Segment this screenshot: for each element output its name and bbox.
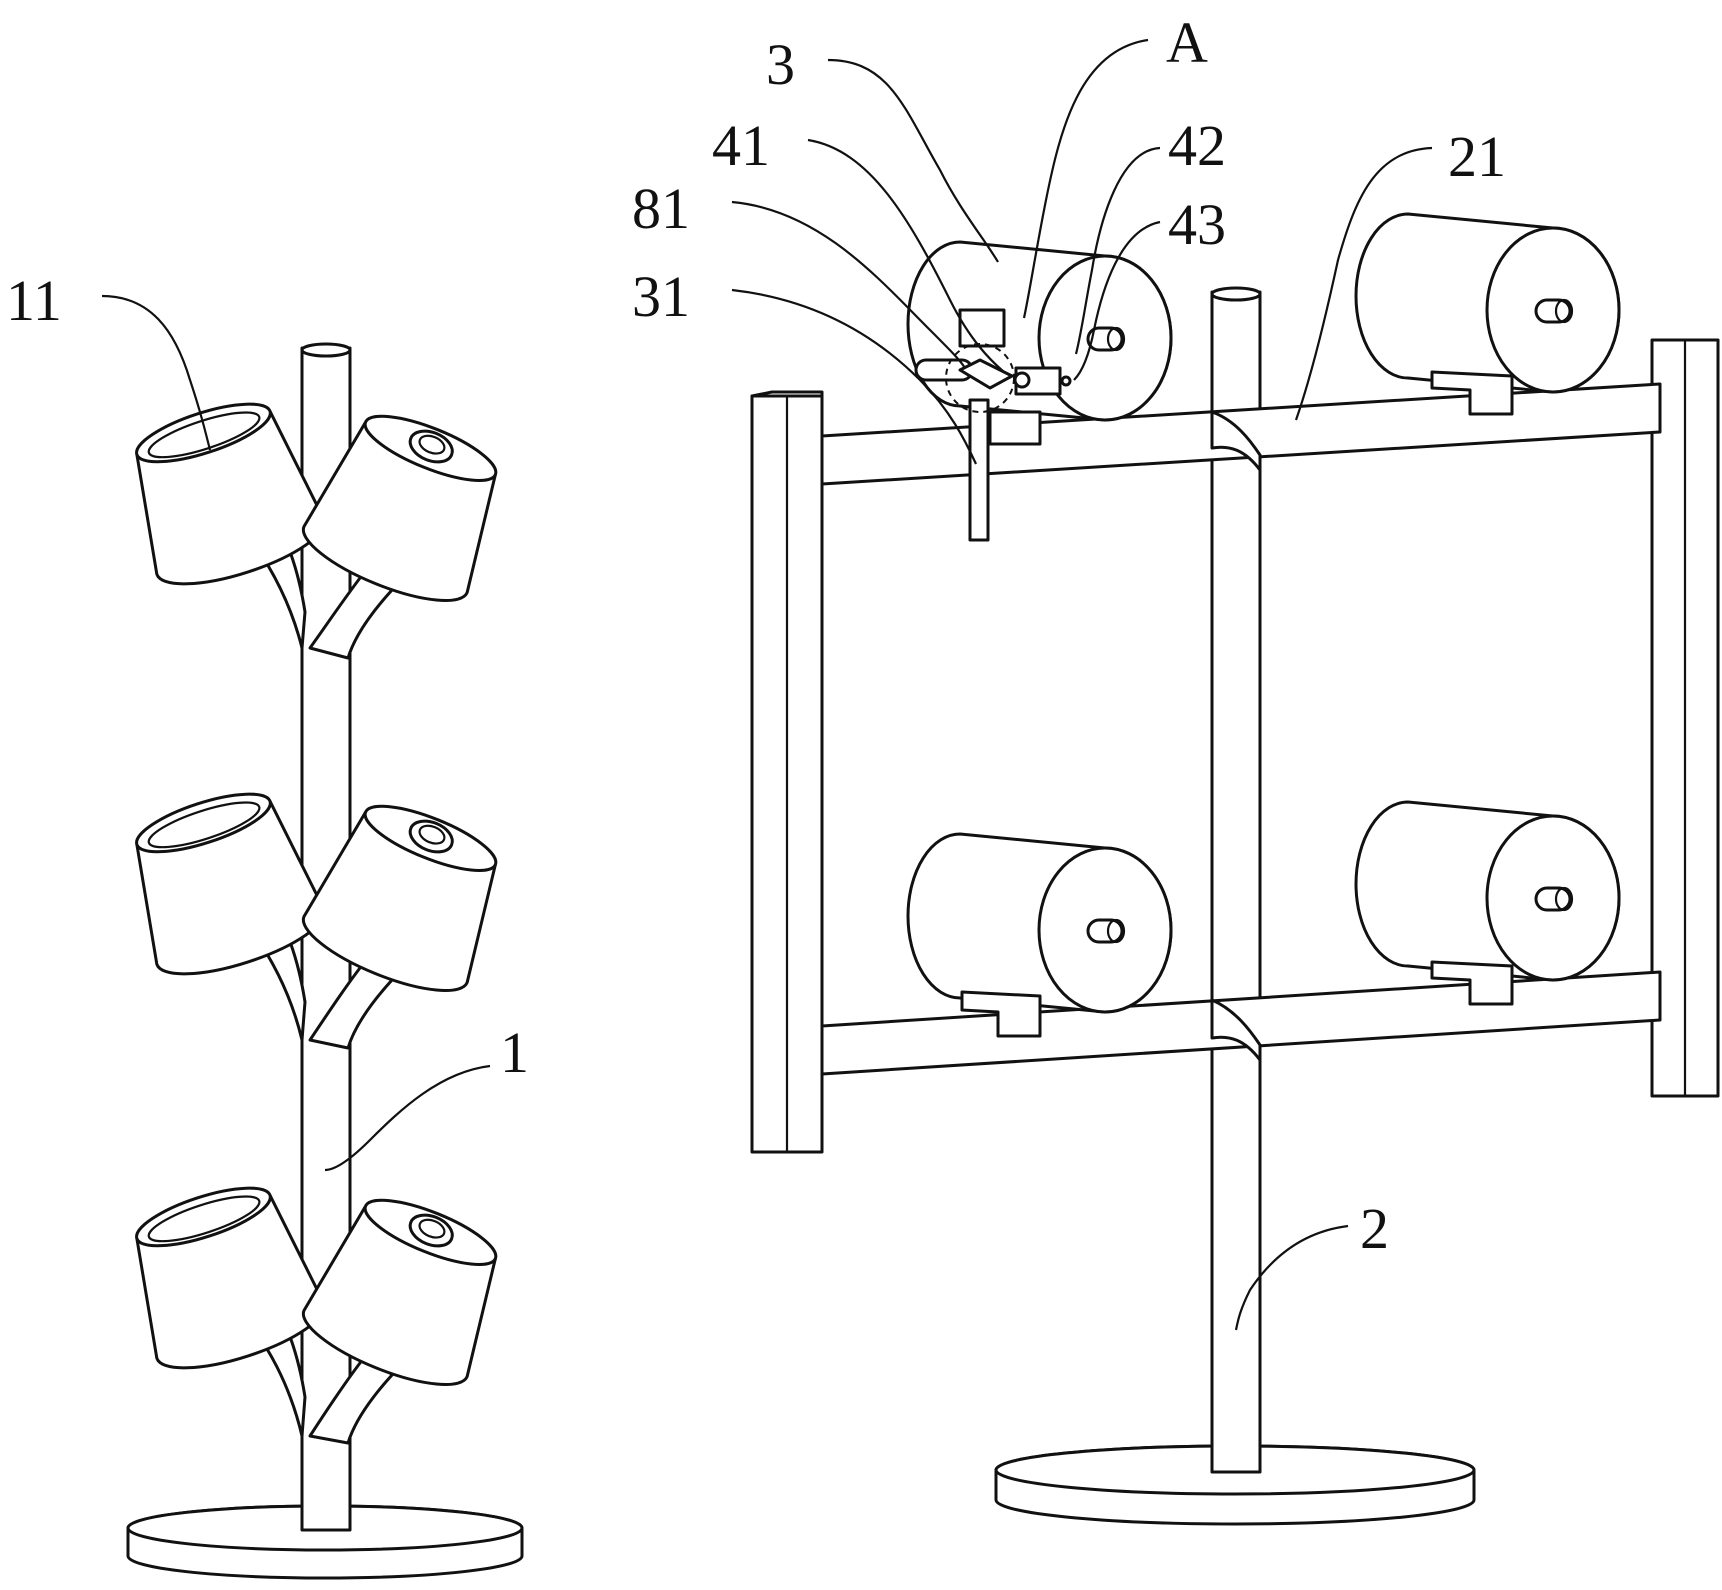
label-42: 42 <box>1168 113 1226 178</box>
label-21: 21 <box>1448 124 1506 189</box>
sensor-block <box>958 308 1006 348</box>
label-2: 2 <box>1360 1196 1389 1261</box>
bobbin-left-2 <box>112 775 334 991</box>
label-1: 1 <box>500 1020 529 1085</box>
bobbin-lower-right <box>1354 800 1621 982</box>
label-81: 81 <box>632 176 690 241</box>
right-bobbin-stand <box>750 212 1720 1526</box>
holder-upper-left <box>988 410 1042 446</box>
right-stand-pole-top <box>1210 286 1262 302</box>
reference-labels: 11 1 3 A 41 42 81 43 31 21 2 <box>6 10 1506 1261</box>
right-stand-pole <box>1210 290 1262 1474</box>
leader-lines <box>101 38 1433 1331</box>
left-stand-pole-top <box>300 342 352 358</box>
bobbin-upper-right <box>1354 212 1621 394</box>
holder-lower-right <box>1430 960 1514 1006</box>
sensor-mechanism <box>914 308 1072 542</box>
label-31: 31 <box>632 264 690 329</box>
bobbin-left-3 <box>112 1169 334 1385</box>
detail-circle-A <box>945 343 1015 413</box>
left-bobbin-stand <box>112 342 524 1580</box>
bobbin-lower-left <box>906 832 1173 1014</box>
label-43: 43 <box>1168 192 1226 257</box>
holder-lower-left <box>960 990 1042 1038</box>
label-3: 3 <box>766 32 795 97</box>
sensor-rod <box>968 398 990 542</box>
label-41: 41 <box>712 113 770 178</box>
holder-upper-right <box>1430 370 1514 416</box>
label-A: A <box>1166 10 1208 75</box>
bobbin-left-1 <box>112 385 334 601</box>
label-11: 11 <box>6 268 62 333</box>
